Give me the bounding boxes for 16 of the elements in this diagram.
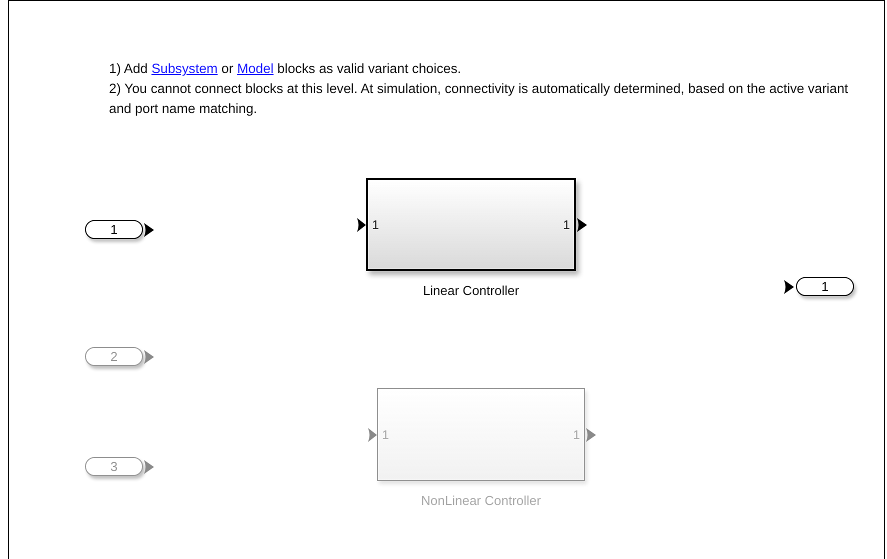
block-name: NonLinear Controller [420, 493, 542, 508]
inport-block: 3 [85, 457, 143, 476]
note-text: 1) Add Subsystem or Model blocks as valid variant choices. [109, 60, 462, 78]
outport-block: 1 [796, 277, 854, 296]
subsystem-block [366, 178, 576, 271]
port-number: 1 [382, 428, 389, 442]
port-number: 1 [573, 428, 580, 442]
subsystem-block [377, 388, 585, 481]
port-number: 1 [372, 218, 379, 232]
note-text: 2) You cannot connect blocks at this level. At simulation, connectivity is automatically determined, based on the active variant and port name matching. [109, 80, 850, 118]
link: Model [237, 61, 274, 76]
inport-block: 1 [85, 220, 143, 239]
block-name: Linear Controller [422, 283, 520, 298]
link: Subsystem [151, 61, 218, 76]
inport-block: 2 [85, 347, 143, 366]
port-number: 1 [563, 218, 570, 232]
